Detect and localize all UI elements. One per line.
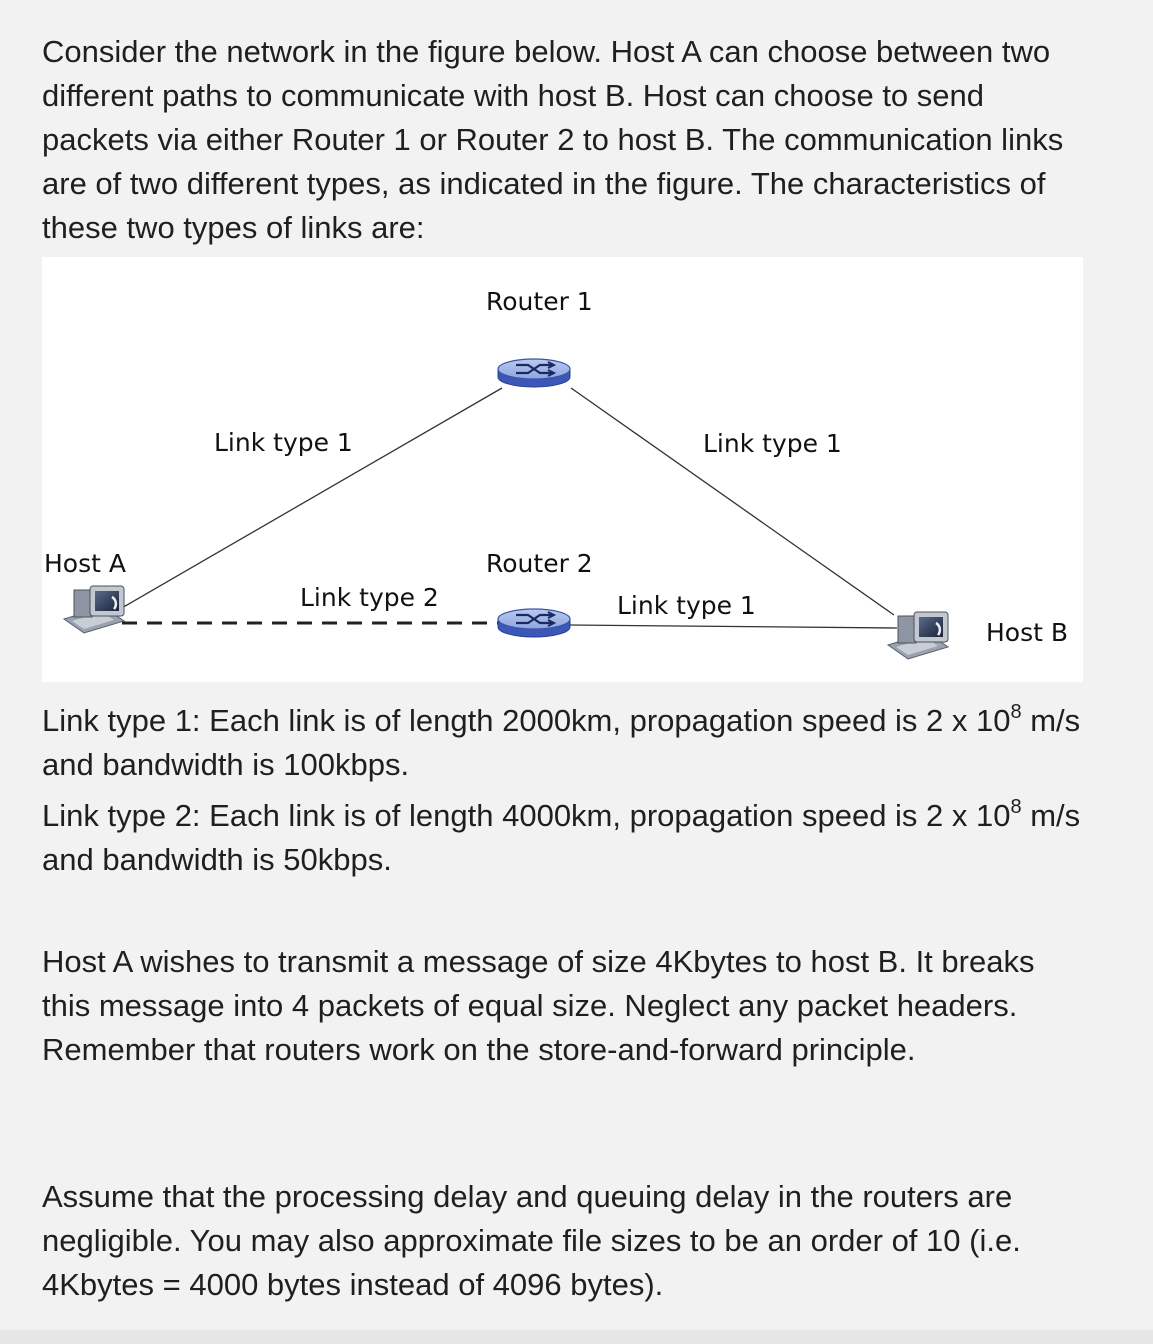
router1-icon bbox=[497, 358, 571, 388]
link-type1-exponent: 8 bbox=[1010, 701, 1022, 723]
hostA-computer-icon bbox=[62, 585, 126, 634]
link-type1-text: Link type 1: Each link is of length 2000… bbox=[42, 703, 1011, 738]
network-diagram bbox=[62, 358, 950, 660]
page-bottom-edge bbox=[0, 1330, 1153, 1344]
link-hostA-router1 bbox=[119, 387, 503, 610]
link-router1-hostB-label: Link type 1 bbox=[703, 429, 842, 458]
link-type2-text: Link type 2: Each link is of length 4000… bbox=[42, 798, 1011, 833]
message-paragraph: Host A wishes to transmit a message of s… bbox=[42, 944, 1035, 1067]
router2-label: Router 2 bbox=[486, 549, 593, 578]
network-figure: Router 1 Link type 1 Link type 1 Host A … bbox=[42, 257, 1083, 682]
hostB-computer-icon bbox=[886, 611, 950, 660]
link-type2-description: Link type 2: Each link is of length 4000… bbox=[42, 794, 1087, 882]
assumption-paragraph: Assume that the processing delay and que… bbox=[42, 1179, 1021, 1302]
link-type2-suffix: m/s and bandwidth is 50kbps. bbox=[42, 798, 1081, 877]
link-router2-hostB-label: Link type 1 bbox=[617, 591, 756, 620]
link-router2-hostB bbox=[569, 624, 898, 629]
link-type1-suffix: m/s and bandwidth is 100kbps. bbox=[42, 703, 1081, 782]
hostA-label: Host A bbox=[44, 549, 126, 578]
intro-paragraph: Consider the network in the figure below… bbox=[42, 34, 1064, 245]
router2-icon bbox=[497, 608, 571, 638]
hostB-label: Host B bbox=[986, 618, 1069, 647]
router1-label: Router 1 bbox=[486, 287, 593, 316]
link-type1-description: Link type 1: Each link is of length 2000… bbox=[42, 699, 1087, 787]
link-router1-hostB bbox=[570, 387, 895, 616]
link-hostA-router2-label: Link type 2 bbox=[300, 583, 439, 612]
link-type2-exponent: 8 bbox=[1010, 796, 1022, 818]
link-hostA-router1-label: Link type 1 bbox=[214, 428, 353, 457]
